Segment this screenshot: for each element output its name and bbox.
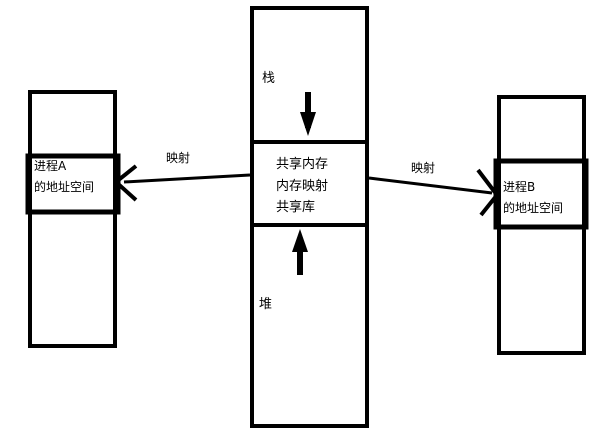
process-a-label-line1: 进程A: [34, 159, 67, 173]
process-b-label-line1: 进程B: [503, 180, 536, 194]
stack-growth-arrow: [300, 92, 316, 136]
shared-region-label-line1: 共享内存: [276, 157, 329, 172]
heap-label: 堆: [259, 297, 273, 312]
mapping-arrow-right: [368, 168, 500, 217]
shared-region-label-line2: 内存映射: [276, 179, 329, 194]
heap-growth-arrow: [292, 229, 308, 275]
shared-region-label-line3: 共享库: [276, 200, 316, 215]
mapping-label-left: 映射: [166, 151, 191, 165]
mapping-label-right: 映射: [411, 161, 436, 175]
process-b-label-line2: 的地址空间: [503, 201, 564, 215]
stack-label: 栈: [262, 71, 276, 86]
process-a-column: [28, 90, 117, 348]
memory-column: [250, 6, 369, 428]
mapping-arrow-left: [112, 164, 251, 202]
process-a-label-line2: 的地址空间: [34, 180, 95, 194]
